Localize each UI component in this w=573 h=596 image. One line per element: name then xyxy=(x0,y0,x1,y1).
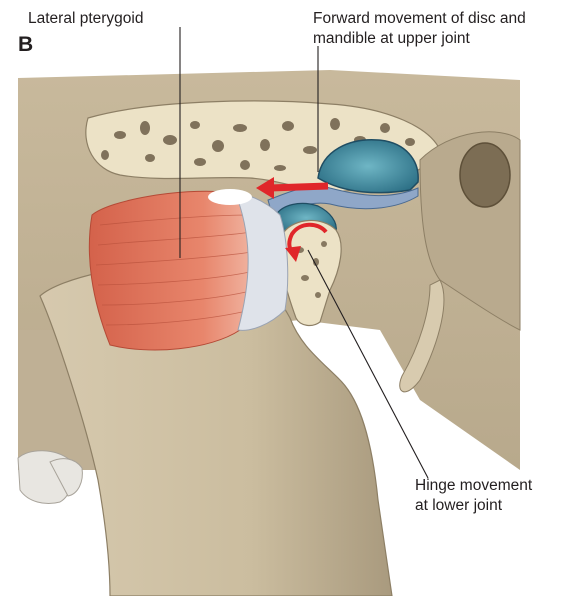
external-acoustic-meatus xyxy=(460,143,510,207)
pterygoid-fossa-gap xyxy=(208,189,252,205)
